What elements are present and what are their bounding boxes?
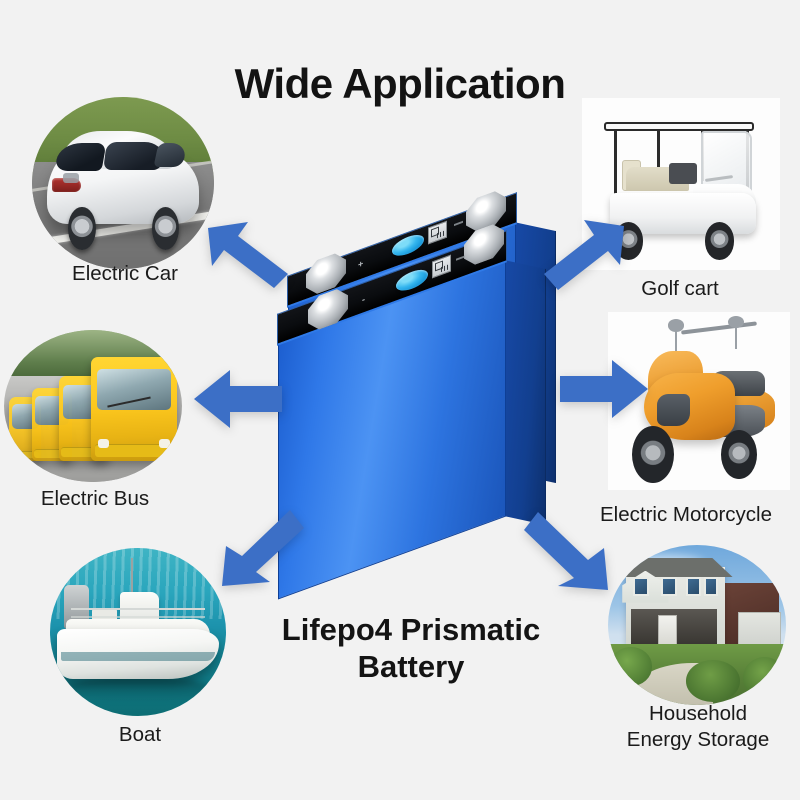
battery-qr-label <box>432 254 451 279</box>
label-electric-motorcycle: Electric Motorcycle <box>600 503 773 526</box>
product-caption-line1: Lifepo4 Prismatic <box>281 612 541 647</box>
product-caption: Lifepo4 Prismatic Battery <box>246 612 576 685</box>
battery-polarity-plus: + <box>358 258 364 271</box>
label-household-energy-storage-line2: Energy Storage <box>626 728 770 751</box>
photo-electric-motorcycle <box>608 312 790 490</box>
photo-electric-car <box>32 97 214 269</box>
label-electric-car: Electric Car <box>72 262 178 285</box>
label-electric-bus: Electric Bus <box>40 487 150 510</box>
photo-electric-bus <box>4 330 182 482</box>
battery-qr-label <box>428 220 447 245</box>
household-energy-storage-scene <box>608 545 786 705</box>
arrow-to-golf-cart <box>540 218 628 292</box>
electric-motorcycle-scene <box>608 312 790 490</box>
arrow-to-household-energy-storage <box>520 508 616 594</box>
battery-polarity-minus: - <box>362 293 365 305</box>
photo-household-energy-storage <box>608 545 786 705</box>
battery-vent-cap <box>396 265 428 295</box>
battery-cell-front: - <box>277 261 546 600</box>
electric-car-scene <box>32 97 214 269</box>
boat-scene <box>50 548 226 716</box>
label-boat: Boat <box>118 723 162 746</box>
label-household-energy-storage-line1: Household <box>648 702 747 725</box>
photo-boat <box>50 548 226 716</box>
electric-bus-scene <box>4 330 182 482</box>
page-title: Wide Application <box>234 60 566 107</box>
arrow-to-electric-car <box>204 218 292 290</box>
product-caption-line2: Battery <box>357 648 465 684</box>
arrow-to-boat <box>216 506 308 590</box>
arrow-to-electric-bus <box>192 368 284 430</box>
arrow-to-electric-motorcycle <box>558 358 650 420</box>
label-golf-cart: Golf cart <box>641 277 719 300</box>
battery-vent-cap <box>392 230 424 260</box>
